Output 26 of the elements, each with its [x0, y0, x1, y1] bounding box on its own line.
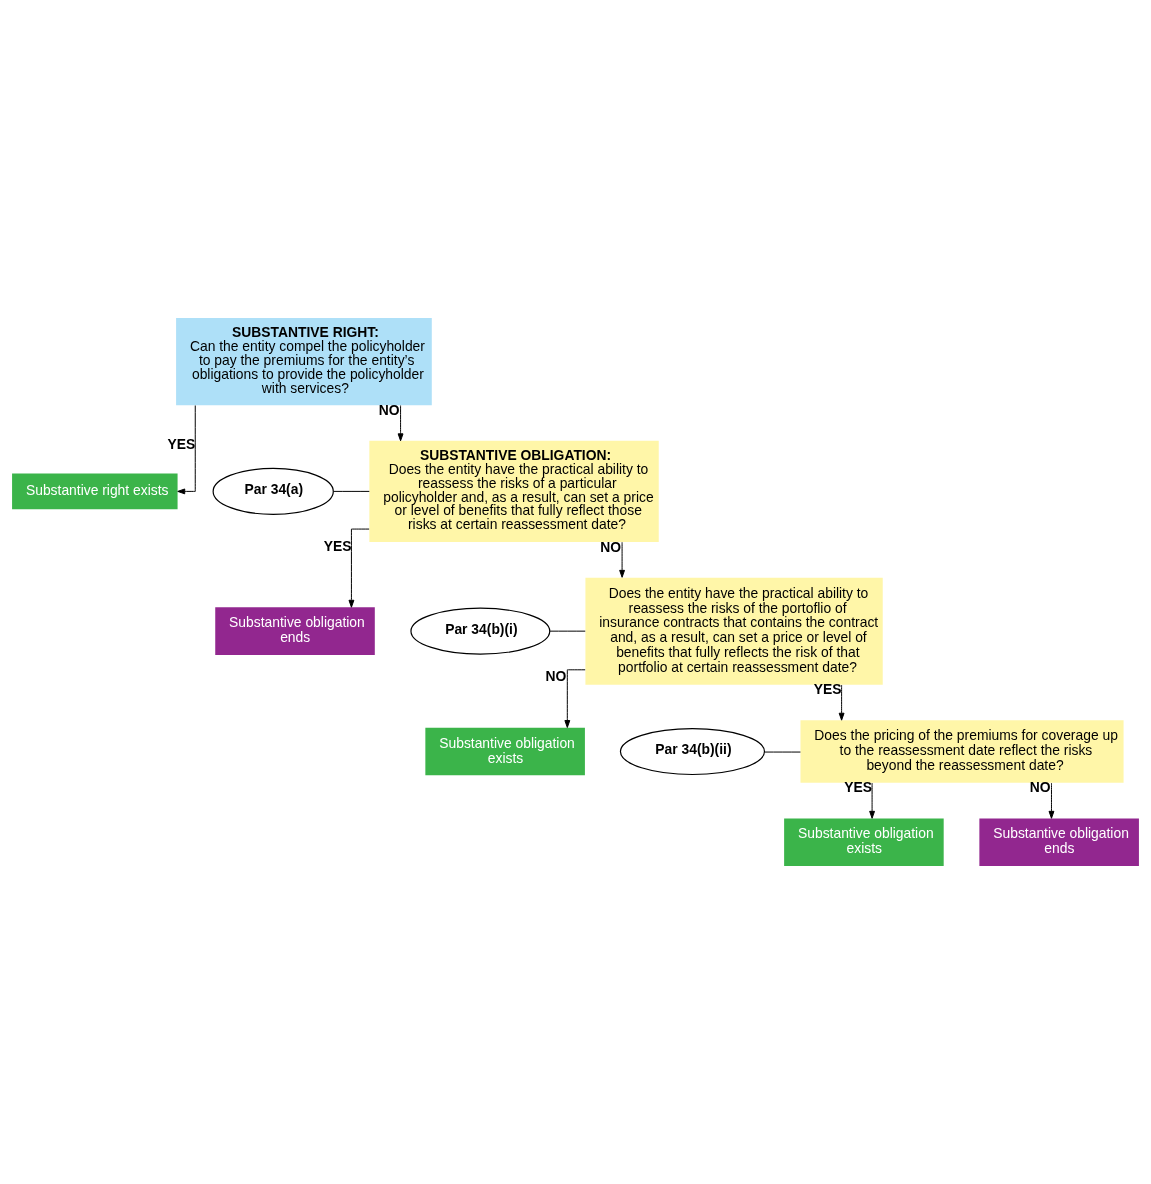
arrow — [1048, 782, 1055, 819]
node-ellipse: Par 34(a) — [212, 467, 334, 515]
node-box: Substantive obligation exists — [425, 727, 585, 776]
node-box: SUBSTANTIVE OBLIGATION: Does the entity have the practical ability to reassess the risks of a particular policyholder and, as a result, can set a price or level of benefits that fully reflect those risks at certain reassessment date? — [369, 440, 659, 542]
edge-label: NO — [545, 668, 567, 685]
arrow — [869, 782, 875, 819]
edge-label: YES — [167, 435, 196, 452]
node-box: SUBSTANTIVE RIGHT: Can the entity compel the policyholder to pay the premiums for the entity’s obligations to provide the policyholder with services? — [176, 317, 432, 406]
node-box: Does the entity have the practical ability to reassess the risks of the portoflio of insurance contracts that contains the contract and, as a result, can set a price or level of benefits that fully reflects the risk of that portfolio at certain reassessment date? — [585, 577, 883, 685]
arrow — [838, 684, 845, 721]
arrow — [564, 669, 586, 728]
node-box: Substantive obligation ends — [979, 818, 1139, 867]
connector — [764, 751, 801, 753]
node-box: Does the pricing of the premiums for coverage up to the reassessment date reflect the risks beyond the reassessment date? — [800, 720, 1124, 783]
node-ellipse: Par 34(b)(ii) — [619, 728, 766, 776]
node-box: Substantive obligation exists — [784, 818, 944, 867]
arrow — [177, 405, 196, 495]
arrow — [619, 541, 625, 578]
arrow — [397, 405, 404, 442]
node-box: Substantive obligation ends — [215, 607, 375, 655]
node-ellipse: Par 34(b)(i) — [410, 607, 551, 655]
arrow — [348, 528, 370, 608]
connector — [549, 630, 586, 632]
edge-label: YES — [323, 538, 352, 555]
connector — [333, 490, 370, 492]
node-box: Substantive right exists — [12, 473, 178, 510]
